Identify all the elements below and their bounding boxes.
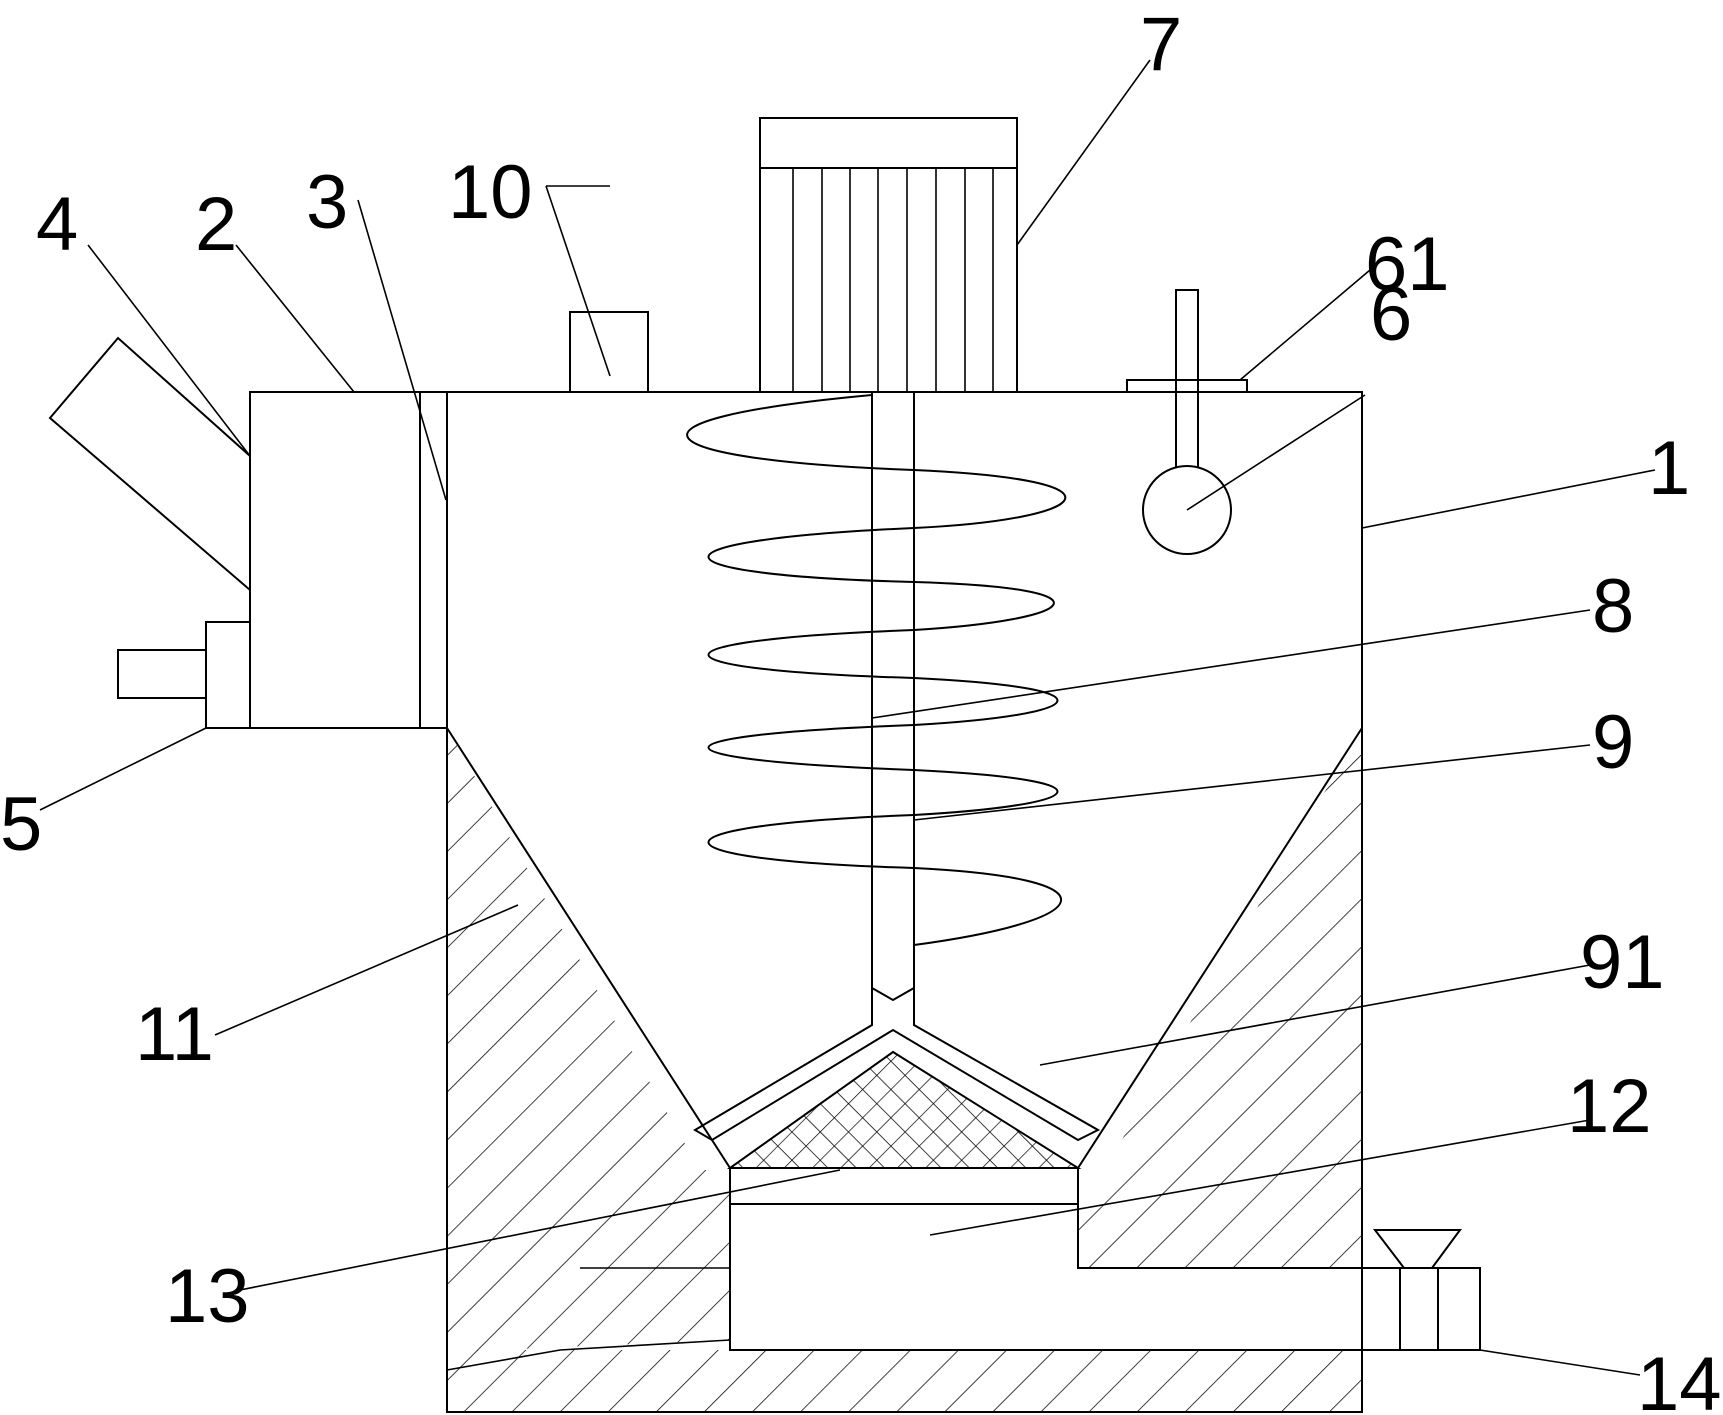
scraper-arms	[693, 986, 1101, 1142]
label-2: 2	[195, 182, 237, 267]
right-hatched-base	[1078, 728, 1362, 1268]
side-box	[249, 391, 448, 729]
motor-fins	[792, 168, 994, 392]
label-4: 4	[36, 182, 78, 267]
inclined-feed-tube	[48, 336, 251, 593]
motor	[759, 117, 1018, 393]
bottom-hatched-plate	[447, 1350, 1362, 1412]
hopper-left-wall	[446, 727, 731, 1169]
helical-blade	[686, 394, 1067, 946]
drain-channel	[446, 1339, 731, 1371]
label-91: 91	[1580, 920, 1665, 1005]
label-6: 6	[1370, 272, 1412, 357]
label-5: 5	[0, 782, 42, 867]
left-hatched-base	[447, 728, 730, 1352]
side-outlet-flange	[205, 621, 251, 729]
label-11: 11	[135, 992, 214, 1077]
label-13: 13	[165, 1254, 250, 1339]
label-12: 12	[1567, 1064, 1652, 1149]
top-block	[569, 311, 649, 393]
label-10: 10	[448, 150, 533, 235]
hopper-right-wall	[1077, 727, 1363, 1169]
filter-plate	[729, 1167, 1079, 1205]
label-3: 3	[306, 160, 348, 245]
label-61: 61	[1365, 222, 1450, 307]
label-1: 1	[1648, 426, 1690, 511]
sensor-mount-plate	[1126, 379, 1248, 393]
side-outlet-pipe	[117, 649, 207, 699]
label-9: 9	[1592, 700, 1634, 785]
label-14: 14	[1637, 1342, 1722, 1415]
leader-lines	[39, 59, 1656, 1376]
label-7: 7	[1140, 2, 1182, 87]
label-8: 8	[1592, 564, 1634, 649]
valve-handle	[1372, 1229, 1462, 1269]
